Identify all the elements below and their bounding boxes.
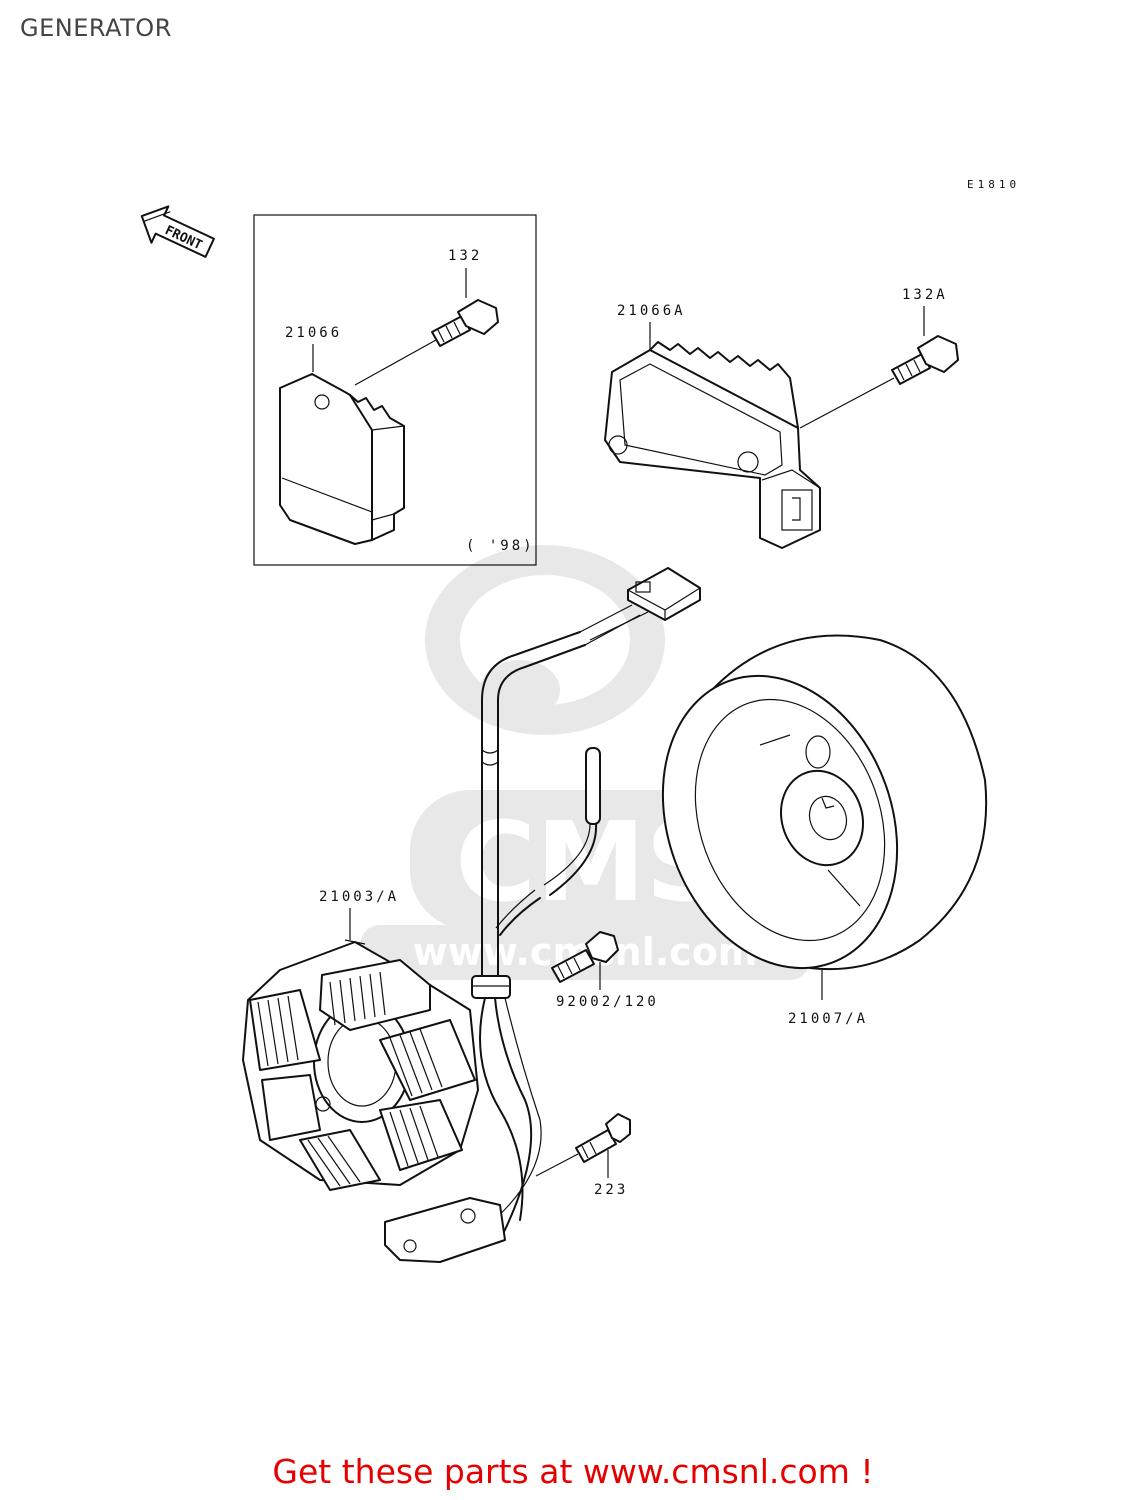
footer-link-text[interactable]: Get these parts at www.cmsnl.com !	[272, 1452, 874, 1491]
rotor-21007A-icon	[661, 634, 988, 971]
callout-132A: 132A	[902, 287, 948, 303]
regulator-21066A-icon	[604, 341, 821, 549]
callout-21066A: 21066A	[617, 303, 686, 319]
callout-21003A: 21003/A	[319, 889, 399, 905]
regulator-21066-icon	[279, 373, 405, 545]
bolt-132-icon	[431, 299, 499, 347]
diagram-code: E1810	[967, 178, 1020, 191]
page-title: GENERATOR	[20, 14, 172, 42]
inset-note: ( '98)	[466, 538, 535, 554]
wire-harness-icon	[469, 567, 701, 1241]
callout-132: 132	[448, 248, 482, 264]
inset-box	[253, 214, 537, 566]
callout-21066: 21066	[285, 325, 342, 341]
callout-223: 223	[594, 1182, 628, 1198]
bolt-92002-icon	[551, 931, 619, 983]
front-arrow-icon: FRONT	[140, 205, 215, 258]
bolt-223-icon	[575, 1113, 631, 1163]
stator-21003A-icon	[242, 939, 506, 1263]
footer-link[interactable]: Get these parts at www.cmsnl.com !	[0, 1452, 1146, 1491]
callout-92002-120: 92002/120	[556, 994, 659, 1010]
callout-21007A: 21007/A	[788, 1011, 868, 1027]
bolt-132A-icon	[891, 335, 959, 385]
